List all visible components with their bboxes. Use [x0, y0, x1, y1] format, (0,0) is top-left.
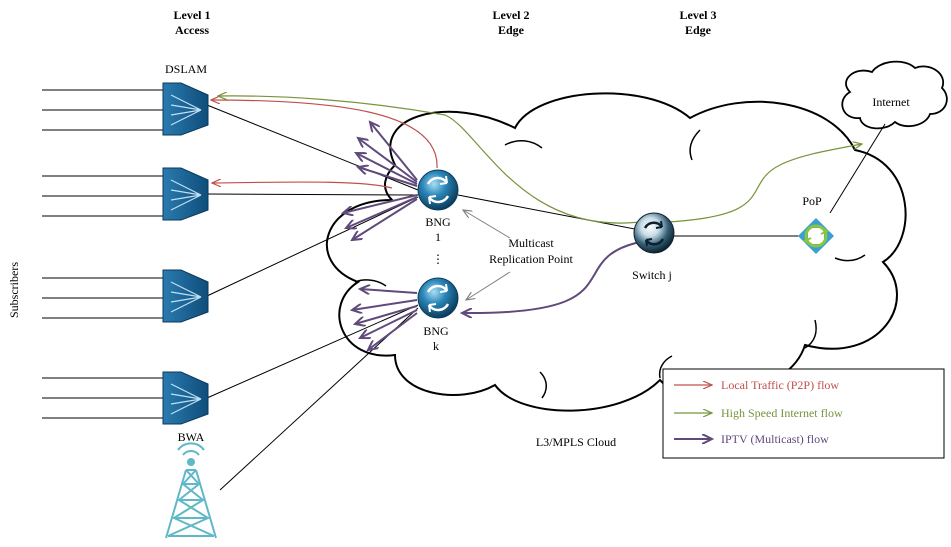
internet-label: Internet [872, 95, 910, 109]
cloud-inner-arc [539, 371, 547, 399]
dslam-device [162, 82, 209, 136]
bng1-label: BNG [425, 215, 451, 229]
level-3-subtitle: Edge [685, 23, 712, 37]
level-2-title: Level 2 [493, 8, 530, 22]
internet-cloud [841, 60, 948, 130]
switch-icon [633, 212, 675, 254]
bwa-tower-icon [165, 442, 217, 539]
level-2-subtitle: Edge [498, 23, 525, 37]
cloud-inner-arc [834, 254, 866, 262]
cloud-inner-arc [804, 319, 817, 349]
subscriber-lines [42, 89, 165, 419]
legend-label-internet: High Speed Internet flow [721, 406, 843, 420]
bng1-index: 1 [435, 230, 441, 244]
bngk-index: k [433, 339, 439, 353]
dslam-device [162, 269, 209, 323]
pop-label: PoP [802, 194, 822, 208]
legend-item-iptv: IPTV (Multicast) flow [674, 432, 829, 446]
bngk-label: BNG [423, 324, 449, 338]
multicast-pointer-arrow [463, 210, 511, 239]
internet-flow-arrow [667, 144, 862, 223]
bwa-label: BWA [178, 430, 205, 444]
dslam-label: DSLAM [165, 62, 207, 76]
multicast-label-line1: Multicast [508, 236, 554, 250]
switch-label: Switch j [632, 268, 672, 282]
level-3-header: Level 3 Edge [680, 8, 717, 37]
cloud-label: L3/MPLS Cloud [536, 435, 616, 449]
legend-item-p2p: Local Traffic (P2P) flow [674, 378, 839, 392]
p2p-flow-arrow [212, 182, 393, 189]
legend-label-p2p: Local Traffic (P2P) flow [721, 378, 839, 392]
legend-label-iptv: IPTV (Multicast) flow [721, 432, 829, 446]
level-2-header: Level 2 Edge [493, 8, 530, 37]
bng1-router-icon [417, 169, 459, 211]
dslam-device [162, 167, 209, 221]
internet-flow-arrow [218, 96, 641, 224]
bng-ellipsis: ⋮ [432, 252, 444, 266]
multicast-label-line2: Replication Point [489, 252, 573, 266]
pop-icon [798, 218, 834, 254]
multicast-pointer-arrow [466, 271, 511, 300]
bngk-router-icon [417, 277, 459, 319]
cloud-inner-arc [658, 355, 673, 379]
iptv-flows-bng1 [343, 122, 418, 240]
legend: Local Traffic (P2P) flow High Speed Inte… [662, 368, 945, 459]
iptv-flows-bngk [352, 289, 418, 350]
level-3-title: Level 3 [680, 8, 717, 22]
level-1-title: Level 1 [174, 8, 211, 22]
level-1-subtitle: Access [175, 23, 209, 37]
cloud-inner-arc [354, 279, 387, 287]
subscribers-label: Subscribers [7, 262, 21, 318]
cloud-inner-arc [689, 129, 701, 161]
mpls-cloud [326, 92, 907, 412]
cloud-inner-arc [504, 140, 543, 149]
p2p-flow-arrow [211, 100, 438, 169]
iptv-flow-arrow [462, 241, 641, 313]
dslam-device [162, 371, 209, 425]
legend-item-internet: High Speed Internet flow [674, 406, 843, 420]
level-1-header: Level 1 Access [174, 8, 211, 37]
